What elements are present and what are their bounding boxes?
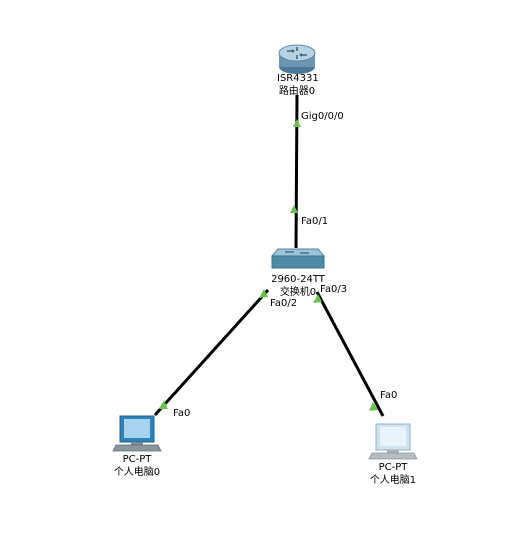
link-status-indicator	[159, 400, 168, 409]
link-status-indicator	[293, 119, 301, 127]
switch-icon[interactable]	[270, 248, 326, 269]
port-label-pc1-fa0: Fa0	[380, 390, 398, 401]
link-status-indicator	[369, 402, 378, 411]
router-name-label: 路由器0	[278, 86, 316, 97]
link-switch-pc0[interactable]	[153, 288, 270, 417]
link-router-switch[interactable]	[294, 94, 299, 249]
switch-model-label: 2960-24TT	[271, 274, 325, 285]
port-label-pc0-fa0: Fa0	[173, 408, 191, 419]
pc0-name-label: 个人电脑0	[113, 467, 161, 478]
router-icon[interactable]	[278, 44, 316, 74]
pc0-icon[interactable]	[112, 415, 162, 452]
link-status-indicator	[313, 294, 322, 303]
link-status-indicator	[259, 289, 268, 298]
link-status-indicator	[290, 205, 298, 213]
port-label-router-gig: Gig0/0/0	[301, 111, 344, 122]
port-label-switch-fa02: Fa0/2	[270, 298, 298, 309]
pc1-model-label: PC-PT	[378, 462, 408, 473]
pc1-name-label: 个人电脑1	[369, 475, 417, 486]
switch-name-label: 交换机0	[279, 287, 317, 298]
pc1-icon[interactable]	[368, 423, 418, 460]
pc0-model-label: PC-PT	[122, 454, 152, 465]
port-label-switch-fa03: Fa0/3	[320, 284, 348, 295]
router-model-label: ISR4331	[277, 73, 319, 84]
link-switch-pc1[interactable]	[315, 291, 385, 417]
port-label-switch-fa01: Fa0/1	[301, 216, 329, 227]
